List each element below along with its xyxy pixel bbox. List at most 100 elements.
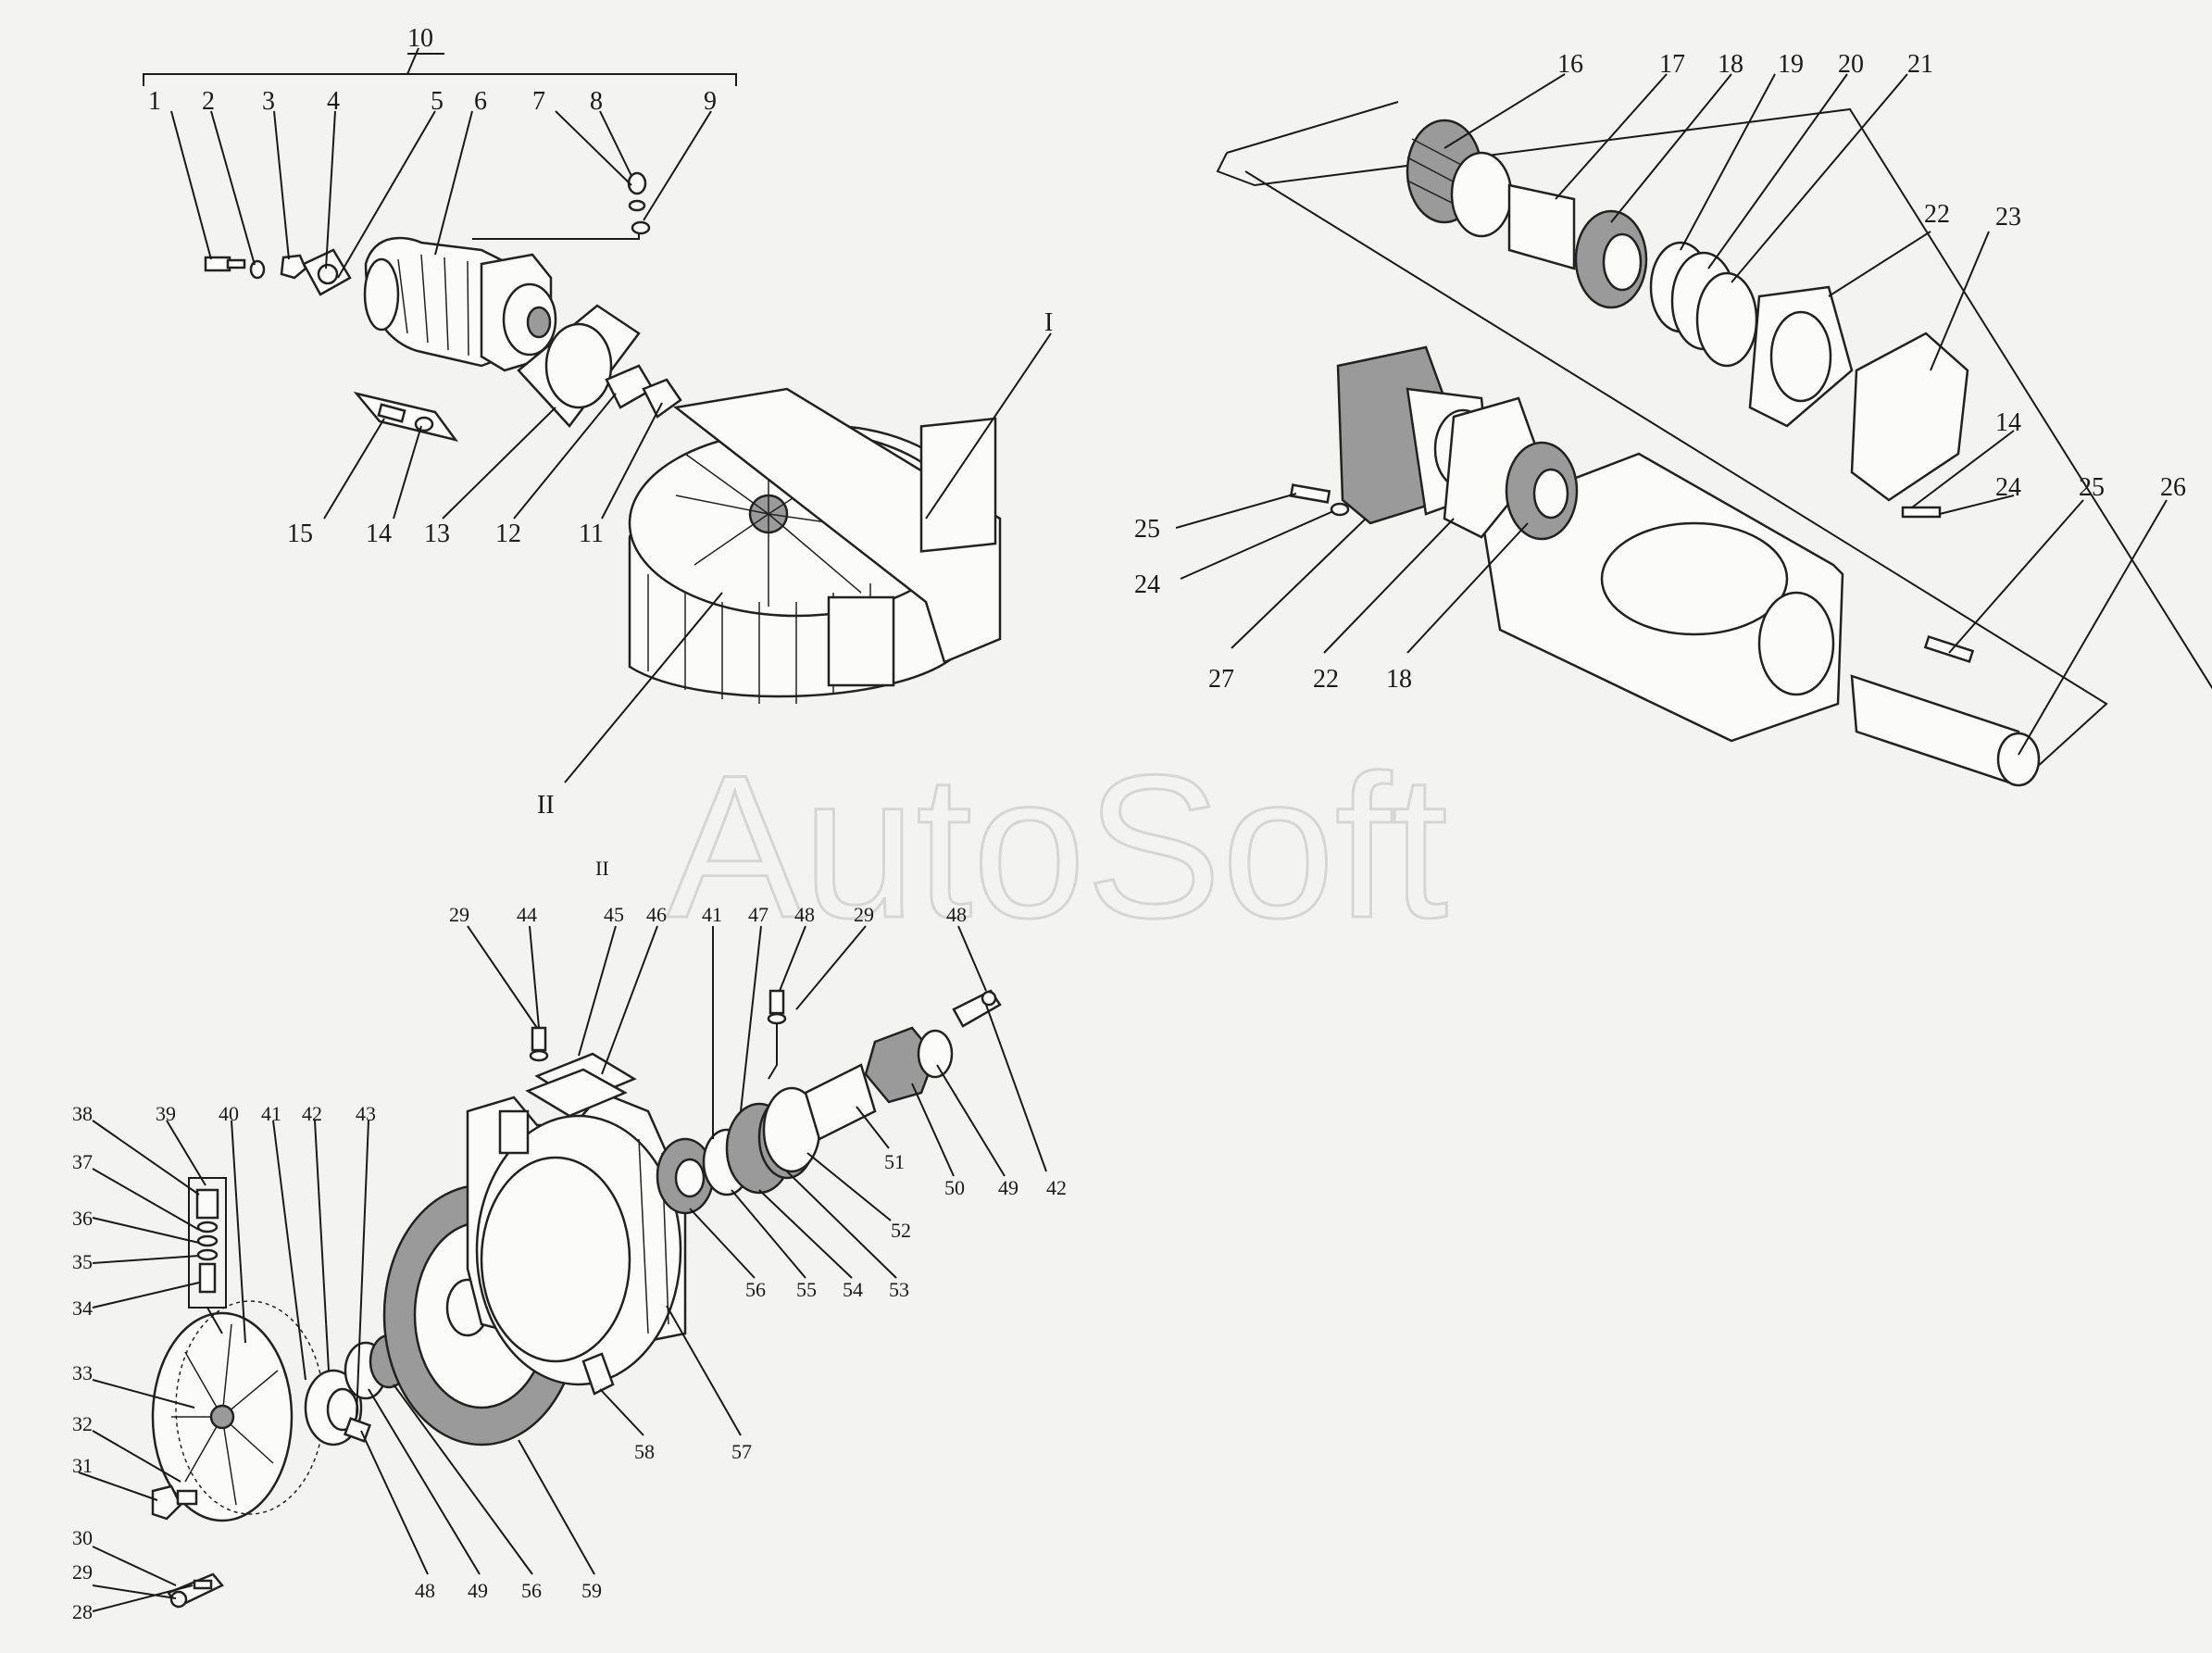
housing-ribs xyxy=(647,574,871,704)
leader-line xyxy=(1443,73,1566,149)
callout-label: 45 xyxy=(604,903,624,926)
leader-line xyxy=(1828,231,1931,297)
callout-label: 15 xyxy=(287,520,313,548)
side-box-part xyxy=(827,595,895,687)
housing-group xyxy=(1216,101,2212,787)
plate-bolt-part xyxy=(377,403,406,423)
label-group-10: 10 xyxy=(407,24,433,53)
leader-line xyxy=(393,1384,533,1575)
motor-shaft-end xyxy=(526,306,552,339)
leader-line xyxy=(92,1379,195,1409)
callout-label: 49 xyxy=(998,1176,1019,1199)
bolt-44-part xyxy=(531,1026,547,1052)
leader-line xyxy=(360,1430,429,1575)
housing-57-neck xyxy=(498,1109,530,1155)
washer-part xyxy=(249,259,266,280)
gasket-46-part xyxy=(525,1068,628,1118)
bolt-48-part xyxy=(769,989,785,1015)
callout-label: 18 xyxy=(1718,50,1743,79)
callout-label: 21 xyxy=(1907,50,1933,79)
housing-frame-line xyxy=(1216,107,2212,690)
motor-end-cap xyxy=(363,257,400,332)
callout-label: 18 xyxy=(1386,665,1412,694)
leader-line xyxy=(92,1255,200,1264)
bearing-18-inner xyxy=(1602,232,1643,292)
shaft-51-part xyxy=(804,1063,877,1141)
leader-line xyxy=(325,110,336,269)
callout-label: 33 xyxy=(72,1361,93,1384)
washer-29-part xyxy=(169,1590,188,1609)
valve-body-34 xyxy=(198,1262,217,1294)
leader-line xyxy=(273,110,290,260)
washer-24-part xyxy=(1330,502,1350,517)
leader-line xyxy=(1707,73,1848,269)
leader-line xyxy=(78,1471,158,1501)
small-washer-part xyxy=(628,199,646,212)
callout-label: 51 xyxy=(884,1150,905,1173)
callout-label: 29 xyxy=(854,903,874,926)
callout-label: 49 xyxy=(468,1579,488,1602)
leader-line xyxy=(643,110,712,221)
leader-line xyxy=(758,1189,853,1279)
leader-line xyxy=(92,1584,194,1612)
leader-line xyxy=(231,1120,246,1344)
leader-line xyxy=(564,592,723,783)
leader-line xyxy=(92,1168,200,1231)
leader-line xyxy=(1610,73,1732,223)
leader-line xyxy=(1180,510,1334,580)
callout-label: 22 xyxy=(1313,665,1339,694)
callout-label: 59 xyxy=(581,1579,602,1602)
callout-label: 13 xyxy=(424,520,450,548)
leader-line xyxy=(740,925,762,1112)
leader-line xyxy=(806,1152,892,1221)
callout-label: 5 xyxy=(431,87,444,116)
callout-label: 1 xyxy=(148,87,161,116)
callout-label: 55 xyxy=(796,1278,817,1301)
leader-line xyxy=(1406,522,1529,654)
callout-label: 27 xyxy=(1208,665,1234,694)
valve-spring-37 xyxy=(196,1221,219,1233)
leader-line xyxy=(578,925,617,1057)
leader-line xyxy=(356,1120,369,1418)
leader-lines xyxy=(78,73,2168,1612)
leader-line xyxy=(786,1171,897,1279)
callout-label: 12 xyxy=(495,520,521,548)
label-view-II: II xyxy=(537,791,555,820)
leader-line xyxy=(1731,73,1908,283)
leader-line xyxy=(170,110,212,260)
worm-housing-part xyxy=(672,387,1002,664)
callout-label: 46 xyxy=(646,903,667,926)
leader-line xyxy=(1555,73,1668,200)
cover-33-ribs xyxy=(171,1323,279,1506)
callout-label: 2 xyxy=(202,87,215,116)
leader-line xyxy=(92,1120,200,1196)
leader-line xyxy=(442,407,556,520)
bearing-18b-inner xyxy=(1532,468,1569,520)
leader-line xyxy=(1680,73,1776,251)
bolt-25-part xyxy=(1289,483,1331,504)
leader-line xyxy=(599,110,632,177)
leader-line xyxy=(272,1120,306,1381)
callout-label: 31 xyxy=(72,1454,93,1477)
leader-line xyxy=(1930,231,1990,371)
callout-label: 20 xyxy=(1838,50,1864,79)
leader-line xyxy=(393,425,422,520)
leader-line xyxy=(210,110,256,266)
valve-cap-38 xyxy=(195,1188,219,1220)
coupling-12-part xyxy=(605,364,655,409)
callout-label: 52 xyxy=(891,1219,911,1242)
valve-washer-35 xyxy=(196,1248,219,1261)
mount-plate-part xyxy=(353,391,459,443)
callout-label: 56 xyxy=(745,1278,766,1301)
callout-label: 40 xyxy=(219,1102,239,1125)
leader-line xyxy=(911,1083,955,1177)
callout-label: 14 xyxy=(1995,408,2021,437)
leader-line xyxy=(689,1208,756,1279)
housing-frame-top xyxy=(1226,101,1399,154)
label-view-II-detail: II xyxy=(595,857,609,880)
wire-47 xyxy=(768,1023,778,1080)
callout-label: 28 xyxy=(72,1600,93,1623)
leader-line xyxy=(925,332,1052,520)
callout-labels: 10 I II II 1 2 3 4 5 6 7 8 9 15 14 13 12… xyxy=(72,24,2186,1623)
